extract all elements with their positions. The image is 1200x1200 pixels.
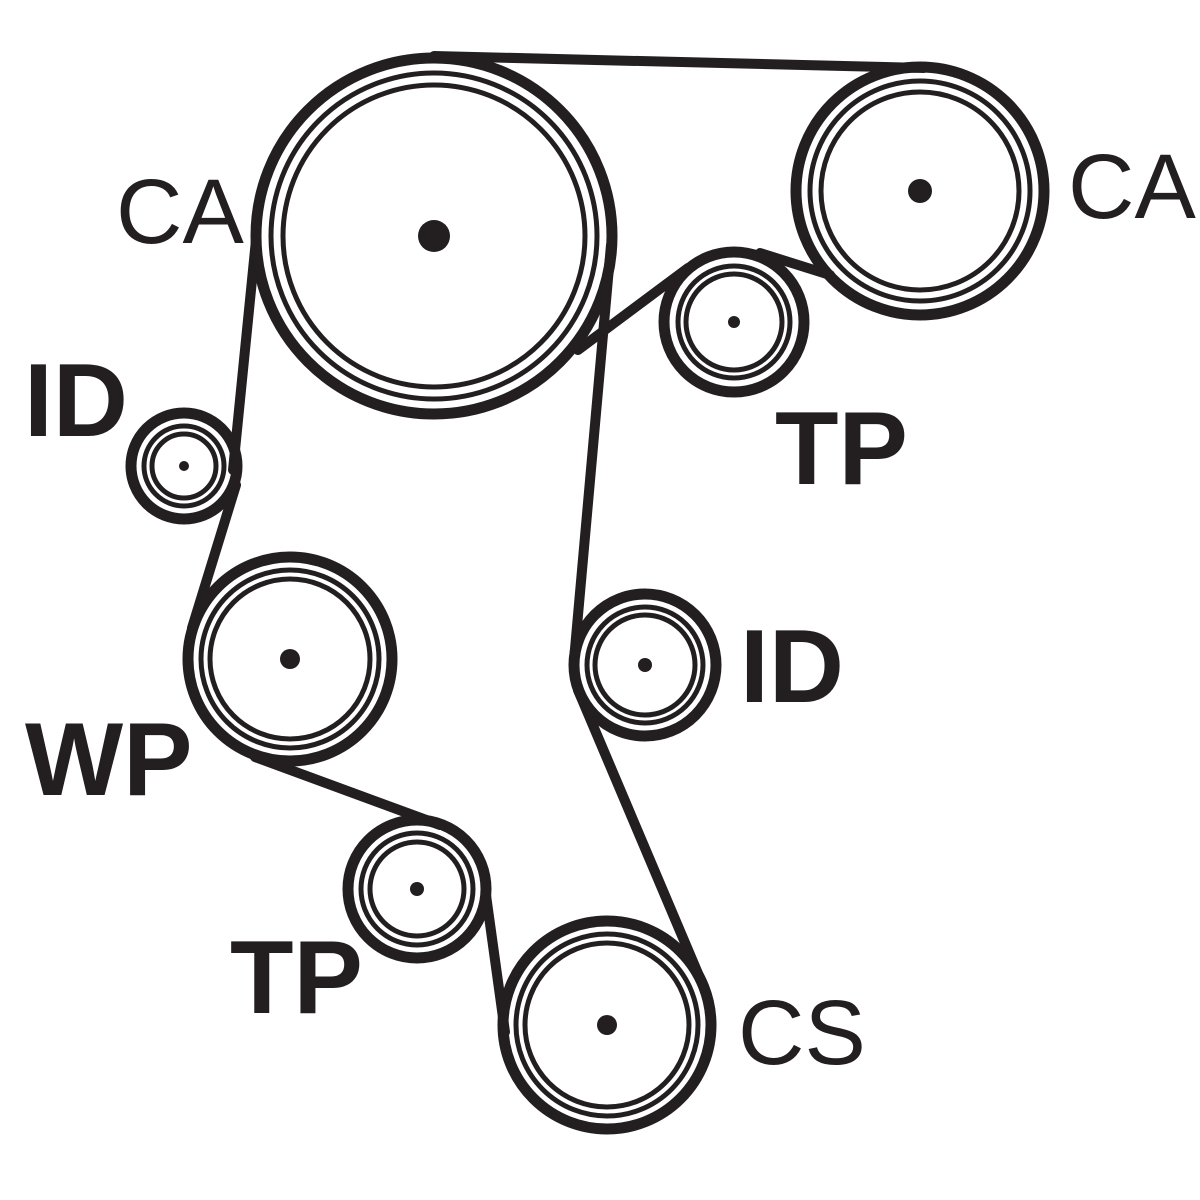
- label-idler-left: ID: [24, 343, 128, 459]
- belt-segment: [228, 235, 261, 475]
- belt-segment: [573, 685, 710, 995]
- water-pump-pulley: [182, 551, 398, 767]
- camshaft-pulley-right: [790, 61, 1050, 321]
- label-tensioner-top: TP: [775, 391, 908, 507]
- idler-pulley-right: [568, 588, 722, 742]
- label-tensioner-bottom: TP: [230, 920, 363, 1036]
- belt-segment: [429, 51, 929, 73]
- label-camshaft-left: CA: [116, 161, 244, 263]
- belt-segment: [569, 240, 616, 665]
- belt-segment: [250, 752, 445, 830]
- idler-pulley-left: [125, 407, 243, 525]
- belt: [187, 51, 929, 1037]
- pulleys: [125, 52, 1050, 1135]
- tensioner-pulley-top: [658, 246, 810, 398]
- belt-segment: [573, 263, 693, 355]
- camshaft-pulley-left: [250, 52, 618, 420]
- label-water-pump: WP: [25, 702, 193, 818]
- labels: CA CA ID TP ID WP TP CS: [24, 136, 1196, 1084]
- label-crankshaft: CS: [738, 982, 866, 1084]
- crankshaft-pulley: [497, 915, 717, 1135]
- tensioner-pulley-bottom: [342, 814, 492, 964]
- label-camshaft-right: CA: [1068, 136, 1196, 238]
- label-idler-right: ID: [740, 609, 844, 725]
